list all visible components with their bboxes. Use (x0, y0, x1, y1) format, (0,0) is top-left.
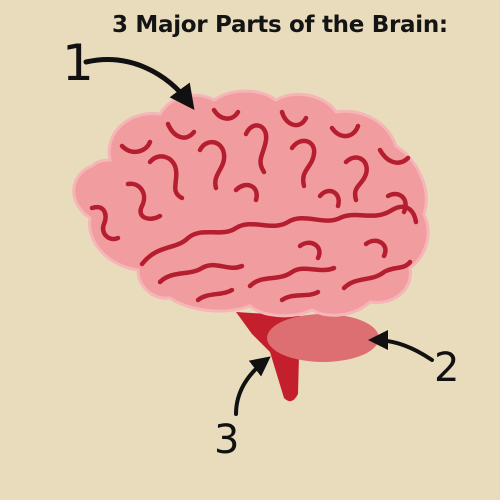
brain-folds (89, 107, 419, 303)
label-1-cerebrum: 1 (62, 34, 94, 92)
arrow-to-cerebellum (368, 330, 434, 362)
arrow-to-brainstem (234, 356, 271, 416)
diagram-title: 3 Major Parts of the Brain: (112, 12, 448, 38)
arrow-to-cerebrum (83, 57, 195, 111)
label-3-brainstem: 3 (214, 417, 240, 463)
label-2-cerebellum: 2 (434, 345, 460, 391)
cerebellum (267, 314, 379, 362)
cerebrum (72, 89, 430, 318)
